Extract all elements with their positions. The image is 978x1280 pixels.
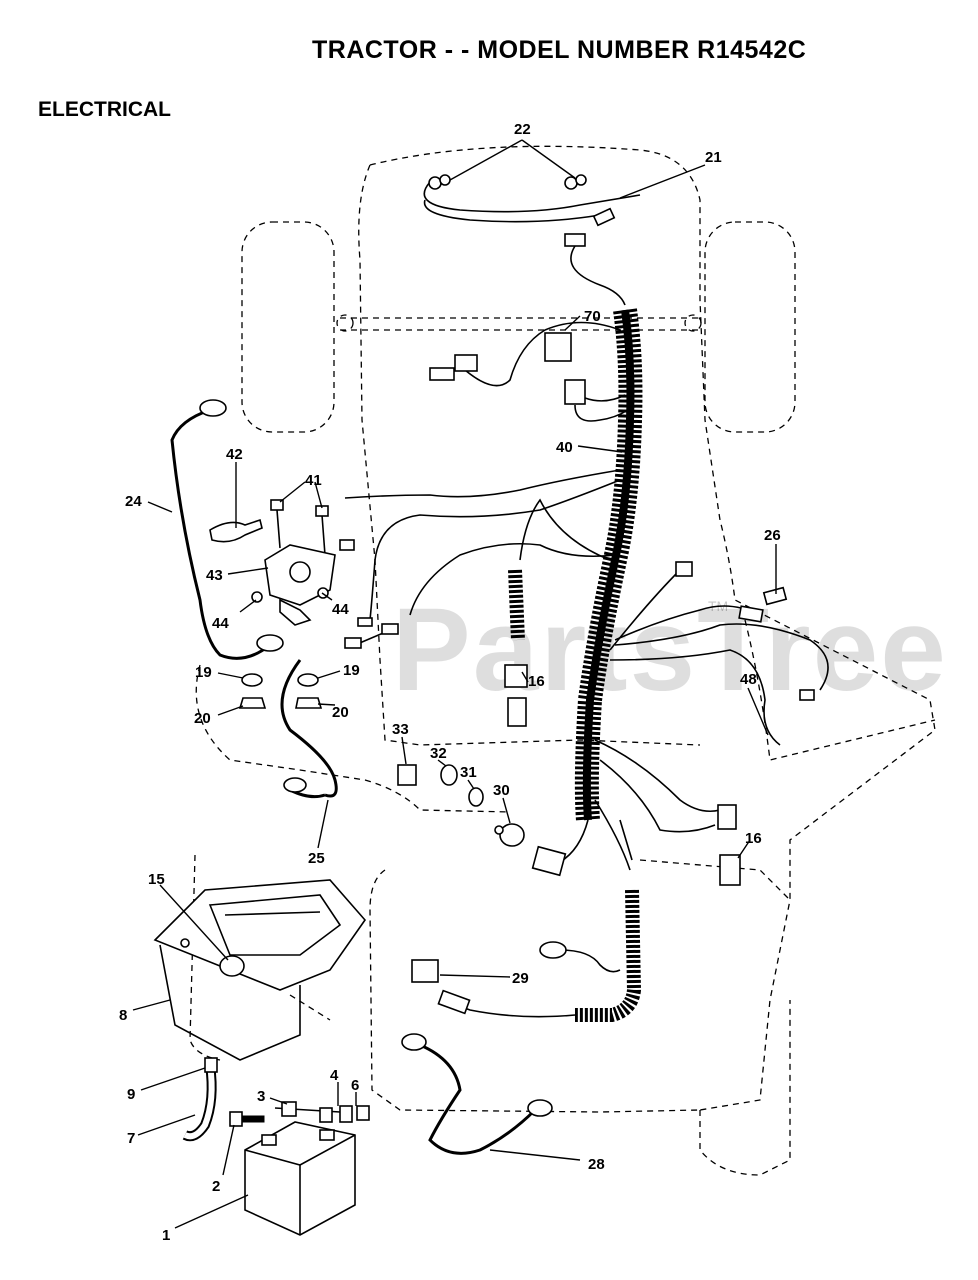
callout-26: 26	[764, 527, 781, 544]
callout-20b: 20	[332, 704, 349, 721]
callout-7: 7	[127, 1130, 135, 1147]
callout-8: 8	[119, 1007, 127, 1024]
callout-3: 3	[257, 1088, 265, 1105]
callout-16a: 16	[528, 673, 545, 690]
main-harness-coil	[531, 308, 643, 877]
ignition-switch-parts	[397, 764, 525, 847]
callout-9: 9	[127, 1086, 135, 1103]
callout-48: 48	[740, 671, 757, 688]
callout-41: 41	[305, 472, 322, 489]
callout-32: 32	[430, 745, 447, 762]
callout-6: 6	[351, 1077, 359, 1094]
callout-22: 22	[514, 121, 531, 138]
callout-21: 21	[705, 149, 722, 166]
callout-33: 33	[392, 721, 409, 738]
battery-cable-25	[280, 659, 338, 799]
callout-numbers: 22 21 70 40 42 41 24 43 44 44 26 19 19 2…	[119, 121, 781, 1244]
lower-harness	[401, 889, 642, 1155]
callout-30: 30	[493, 782, 510, 799]
callout-42: 42	[226, 446, 243, 463]
ground-cable-24	[170, 399, 323, 709]
solenoid-assembly	[209, 499, 336, 626]
callout-70: 70	[584, 308, 601, 325]
section-title: ELECTRICAL	[38, 98, 171, 121]
battery	[244, 1121, 356, 1236]
leader-lines	[132, 139, 777, 1229]
tractor-outline	[189, 145, 936, 1176]
callout-16b: 16	[745, 830, 762, 847]
harness-branches	[339, 321, 829, 886]
callout-20a: 20	[194, 710, 211, 727]
callout-31: 31	[460, 764, 477, 781]
callout-40: 40	[556, 439, 573, 456]
headlight-harness	[423, 174, 641, 306]
page-title: TRACTOR - - MODEL NUMBER R14542C	[312, 36, 807, 64]
callout-15: 15	[148, 871, 165, 888]
callout-4: 4	[330, 1067, 339, 1084]
battery-box	[153, 879, 367, 1061]
callout-25: 25	[308, 850, 325, 867]
callout-2: 2	[212, 1178, 220, 1195]
callout-24: 24	[125, 493, 142, 510]
callout-19b: 19	[343, 662, 360, 679]
callout-44a: 44	[212, 615, 229, 632]
battery-hardware	[182, 1057, 370, 1142]
watermark: PartsTree	[392, 584, 948, 716]
callout-29: 29	[512, 970, 529, 987]
callout-28: 28	[588, 1156, 605, 1173]
callout-43: 43	[206, 567, 223, 584]
callout-44b: 44	[332, 601, 349, 618]
callout-19a: 19	[195, 664, 212, 681]
callout-1: 1	[162, 1227, 170, 1244]
